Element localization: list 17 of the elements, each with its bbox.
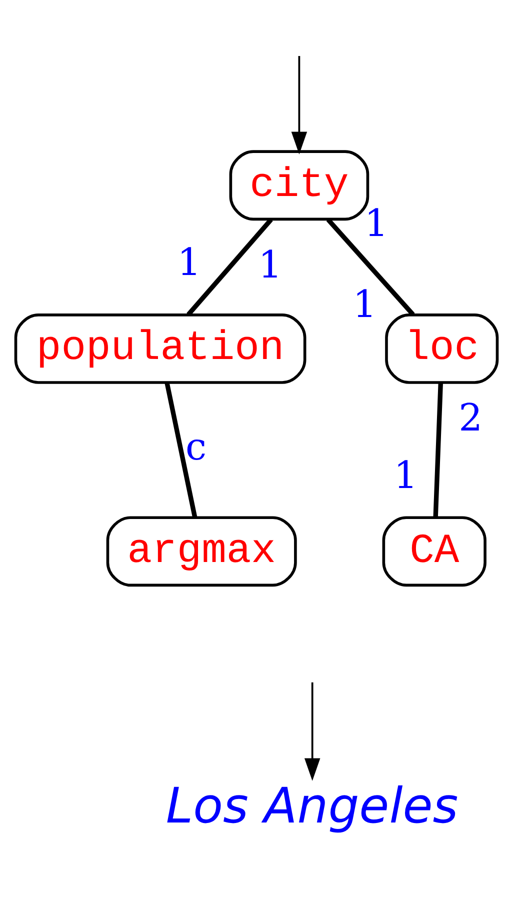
connector xyxy=(433,382,444,517)
connector xyxy=(164,382,198,517)
node-box: city xyxy=(229,150,370,220)
arrow xyxy=(291,55,308,154)
label: 1 xyxy=(258,242,282,286)
node-box: population xyxy=(14,313,306,384)
label: 1 xyxy=(352,282,377,326)
label: 1 xyxy=(177,240,202,284)
connector xyxy=(186,218,273,316)
node-box: argmax xyxy=(106,516,297,586)
label: 1 xyxy=(394,452,418,496)
edge-label: c xyxy=(185,424,206,468)
node-box: CA xyxy=(382,516,486,586)
label: 2 xyxy=(458,394,483,439)
arrow xyxy=(304,682,320,780)
node-text: Los Angeles xyxy=(166,777,458,834)
node-box: loc xyxy=(385,313,499,384)
